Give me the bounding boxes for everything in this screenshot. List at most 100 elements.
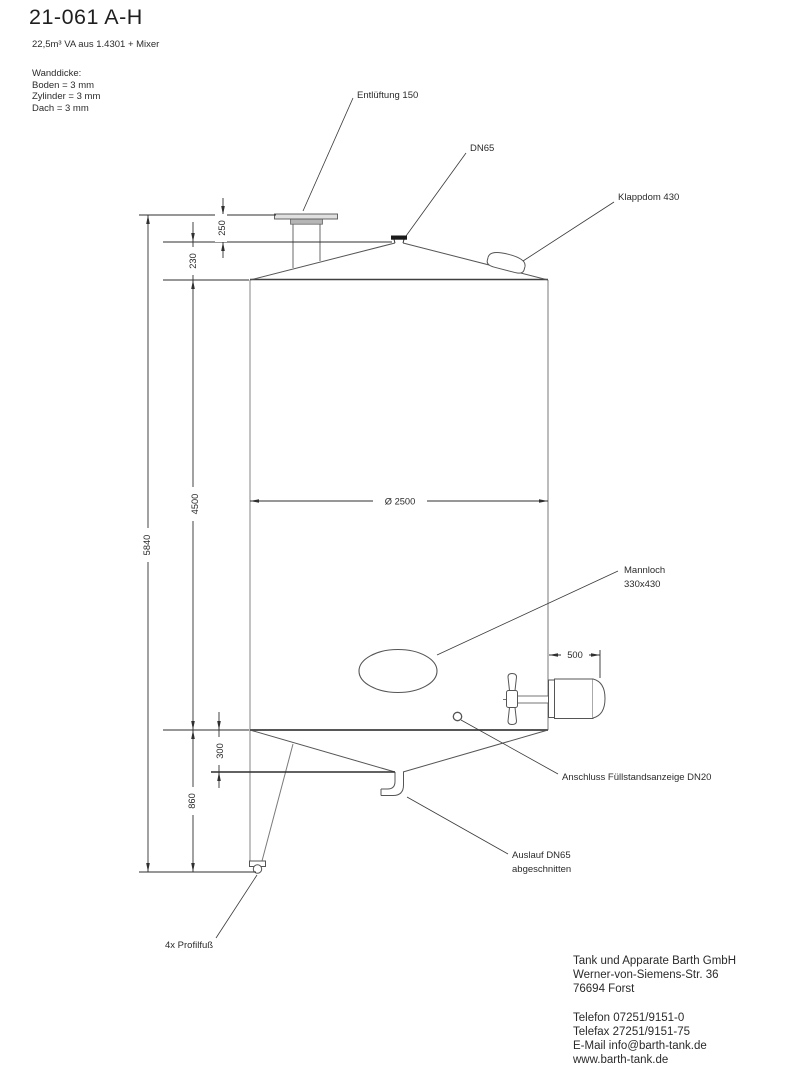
arrow-300-bottom xyxy=(217,772,221,781)
dim-4500: 4500 xyxy=(188,487,200,521)
side-mixer xyxy=(503,672,606,726)
foot-ball xyxy=(252,864,263,874)
leader-lines xyxy=(215,97,619,939)
leader-vent xyxy=(302,97,354,212)
dn65-nozzle-cap xyxy=(391,235,407,240)
wall-thickness-roof: Dach = 3 mm xyxy=(32,102,89,114)
outlet-outer-wall xyxy=(381,772,404,796)
drawing-number-title: 21-061 A-H xyxy=(29,5,143,29)
klappdom-dome xyxy=(486,252,526,274)
klappdom-ring xyxy=(486,257,526,274)
wall-thickness-block: Wanddicke: Boden = 3 mm Zylinder = 3 mm … xyxy=(32,68,100,114)
dim-230-bg xyxy=(186,247,198,275)
vent-flange-plate xyxy=(274,213,338,220)
company-fax: Telefax 27251/9151-75 xyxy=(573,1025,691,1038)
mixer-motor-body xyxy=(554,678,594,719)
label-manhole-2: 330x430 xyxy=(624,579,660,590)
vent-pipe xyxy=(274,213,338,268)
label-outlet-2: abgeschnitten xyxy=(512,864,571,875)
company-spacer xyxy=(573,997,736,1011)
dim-500: 500 xyxy=(561,648,589,660)
label-dn65: DN65 xyxy=(470,143,494,154)
outlet-inner-wall xyxy=(381,772,396,790)
leader-manhole xyxy=(436,570,619,656)
dim-5840: 5840 xyxy=(140,528,152,562)
arrow-230-top xyxy=(191,233,195,242)
dim-300-text: 300 xyxy=(215,743,225,759)
dim-860-text: 860 xyxy=(187,793,197,809)
label-level-indicator: Anschluss Füllstandsanzeige DN20 xyxy=(562,772,711,783)
mixer-wall-flange xyxy=(548,679,555,718)
company-name: Tank und Apparate Barth GmbH xyxy=(573,955,737,967)
wall-thickness-cylinder: Zylinder = 3 mm xyxy=(32,91,101,102)
tank-spec-subtitle: 22,5m³ VA aus 1.4301 + Mixer xyxy=(32,39,160,50)
manhole-ellipse xyxy=(358,648,438,694)
mixer-motor-cap xyxy=(592,678,606,719)
dim-500-bg xyxy=(561,648,589,660)
dim-diameter-bg xyxy=(373,494,427,507)
arrow-500-left xyxy=(549,653,558,657)
propeller-blade-top xyxy=(507,672,518,691)
roof-cone-right xyxy=(402,242,549,281)
propeller-blade-bottom xyxy=(507,707,518,726)
dim-4500-text: 4500 xyxy=(190,494,200,515)
dim-500-text: 500 xyxy=(567,650,583,660)
dimension-lines xyxy=(139,198,601,873)
bottom-cone-right xyxy=(402,729,549,773)
company-web: www.barth-tank.de xyxy=(573,1054,669,1067)
propeller-hub xyxy=(506,690,518,708)
arrow-300-top xyxy=(217,721,221,730)
dim-860-bg xyxy=(185,787,197,815)
outlet-elbow xyxy=(380,772,404,796)
dim-5840-bg xyxy=(140,528,152,562)
label-vent: Entlüftung 150 xyxy=(357,90,418,101)
company-email: E-Mail info@barth-tank.de xyxy=(573,1040,707,1053)
company-city: 76694 Forst xyxy=(573,983,635,996)
wall-thickness-bottom: Boden = 3 mm xyxy=(32,79,95,91)
company-info-block: Tank und Apparate Barth GmbH Werner-von-… xyxy=(573,954,736,1067)
dim-230-text: 230 xyxy=(188,253,198,269)
dimension-arrows xyxy=(146,206,600,872)
arrow-860-bottom xyxy=(191,863,195,872)
arrow-860-top xyxy=(191,730,195,739)
dim-860: 860 xyxy=(185,787,197,815)
arrow-diameter-right xyxy=(539,499,548,503)
dim-250: 250 xyxy=(215,214,227,242)
dim-250-text: 250 xyxy=(217,220,227,236)
leg-inner-edge xyxy=(261,743,294,862)
dim-5840-text: 5840 xyxy=(142,535,152,556)
vent-collar xyxy=(290,218,323,225)
dn20-connection xyxy=(452,711,463,722)
dim-300: 300 xyxy=(213,737,225,765)
leader-feet xyxy=(215,874,258,939)
dim-diameter-text: Ø 2500 xyxy=(385,497,416,507)
klappdom-cap xyxy=(487,252,526,267)
label-feet: 4x Profilfuß xyxy=(165,940,213,951)
dn65-nozzle xyxy=(391,235,407,244)
wall-thickness-heading: Wanddicke: xyxy=(32,68,82,79)
company-street: Werner-von-Siemens-Str. 36 xyxy=(573,969,719,982)
label-klappdom: Klappdom 430 xyxy=(618,192,679,203)
dim-4500-bg xyxy=(188,487,200,521)
dim-diameter: Ø 2500 xyxy=(373,494,427,507)
leader-level-indicator xyxy=(460,719,559,775)
arrow-4500-bottom xyxy=(191,721,195,730)
arrow-230-bottom xyxy=(191,280,195,289)
profile-leg xyxy=(249,743,294,874)
arrow-diameter-left xyxy=(250,499,259,503)
company-phone: Telefon 07251/9151-0 xyxy=(573,1011,685,1024)
arrow-5840-bottom xyxy=(146,863,150,872)
roof-cone-left xyxy=(249,242,396,281)
dim-300-bg xyxy=(213,737,225,765)
label-manhole-1: Mannloch xyxy=(624,565,665,576)
tank-outline xyxy=(249,242,549,861)
bottom-cone-left xyxy=(249,729,396,773)
arrow-5840-top xyxy=(146,215,150,224)
leader-outlet xyxy=(406,796,509,855)
arrow-250-bottom xyxy=(221,242,225,251)
dim-230: 230 xyxy=(186,247,198,275)
leader-dn65 xyxy=(405,152,467,237)
arrow-250-top xyxy=(221,206,225,215)
